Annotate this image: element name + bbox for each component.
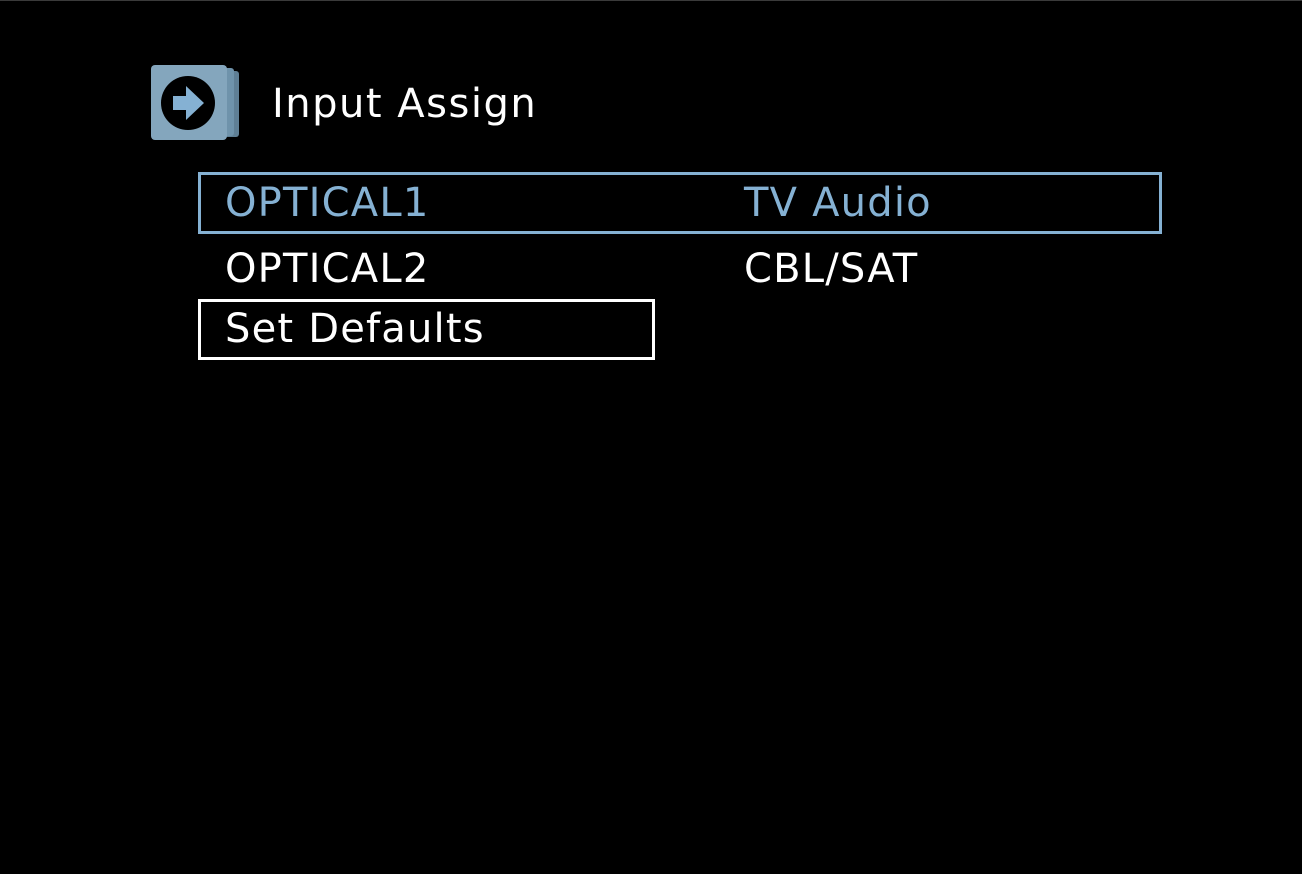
page-title: Input Assign bbox=[272, 81, 538, 127]
list-row-optical2[interactable]: OPTICAL2 CBL/SAT bbox=[198, 238, 1162, 298]
row-label: OPTICAL1 bbox=[225, 180, 430, 226]
row-value: CBL/SAT bbox=[744, 246, 919, 292]
list-row-optical1[interactable]: OPTICAL1 TV Audio bbox=[198, 172, 1162, 234]
set-defaults-label: Set Defaults bbox=[225, 306, 485, 352]
arrow-right-circle-icon bbox=[151, 65, 241, 141]
top-border-line bbox=[0, 0, 1302, 1]
row-label: OPTICAL2 bbox=[225, 246, 430, 292]
row-value: TV Audio bbox=[744, 180, 932, 226]
set-defaults-button[interactable]: Set Defaults bbox=[198, 299, 655, 360]
